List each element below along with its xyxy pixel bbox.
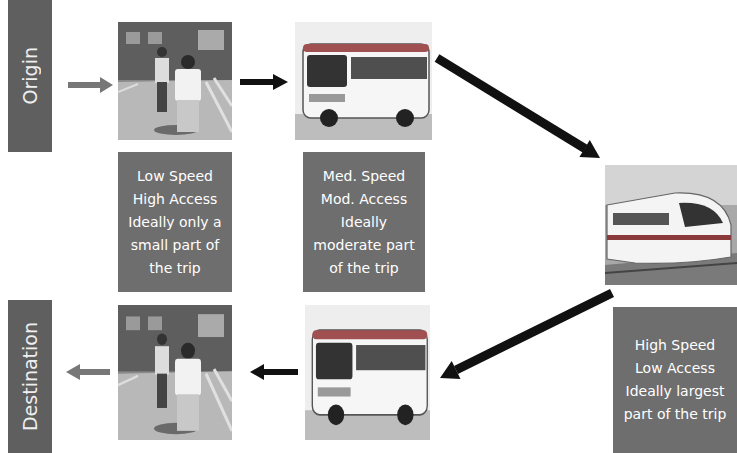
- flow-arrow: [79, 369, 110, 375]
- terminal-label: Origin: [19, 47, 41, 104]
- mode-text: Low Speed: [137, 165, 213, 188]
- arrow-head: [250, 364, 264, 380]
- walking-photo: [118, 22, 232, 140]
- mode-text: Mod. Access: [321, 188, 407, 211]
- train-photo: [605, 165, 737, 285]
- mode-text: Med. Speed: [323, 165, 405, 188]
- walking-photo: [118, 305, 232, 440]
- arrow-head: [66, 364, 80, 380]
- arrow-head: [100, 77, 113, 93]
- flow-arrow: [68, 82, 101, 88]
- terminal-box: Origin: [8, 0, 52, 152]
- arrow-head: [440, 361, 461, 379]
- mode-text: Ideally moderate part of the trip: [308, 211, 420, 280]
- flow-arrow: [437, 58, 585, 149]
- mode-text: Low Access: [635, 357, 715, 380]
- bus-photo: [295, 22, 432, 140]
- arrow-head: [273, 74, 288, 90]
- terminal-box: Destination: [8, 300, 52, 453]
- bus-photo: [305, 305, 430, 440]
- terminal-label: Destination: [19, 322, 41, 431]
- mode-box: Med. SpeedMod. AccessIdeally moderate pa…: [303, 152, 425, 292]
- mode-text: High Access: [133, 188, 218, 211]
- arrow-head: [579, 140, 600, 158]
- mode-text: High Speed: [635, 334, 716, 357]
- mode-box: Low SpeedHigh AccessIdeally only a small…: [118, 152, 232, 292]
- mode-text: Ideally only a small part of the trip: [123, 211, 227, 280]
- mode-box: High SpeedLow AccessIdeally largest part…: [613, 307, 737, 453]
- flow-arrow: [456, 293, 612, 370]
- flow-arrow: [240, 79, 274, 85]
- mode-text: Ideally largest part of the trip: [618, 380, 732, 426]
- flow-arrow: [263, 369, 298, 375]
